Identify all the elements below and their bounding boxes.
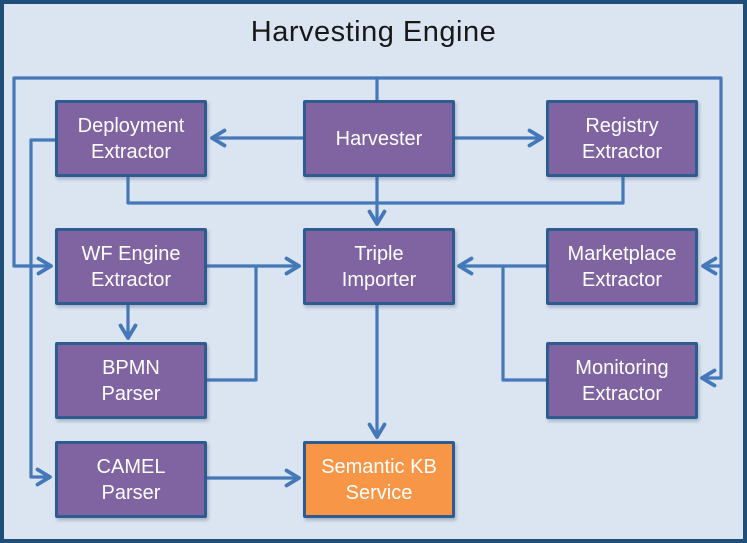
node-triple-importer: Triple Importer <box>303 228 455 305</box>
node-label: Marketplace <box>567 242 677 265</box>
node-label: Importer <box>341 268 417 291</box>
edge-monitoring-branch <box>501 264 548 382</box>
node-label: Extractor <box>581 382 663 405</box>
node-registry-extractor: Registry Extractor <box>546 100 698 177</box>
node-label: Harvester <box>335 127 423 150</box>
node-label: Semantic KB <box>321 455 437 478</box>
node-label: WF Engine <box>81 242 181 265</box>
edge-bpmn-branch <box>205 264 258 382</box>
node-monitoring-extractor: Monitoring Extractor <box>546 342 698 419</box>
node-deployment-extractor: Deployment Extractor <box>55 100 207 177</box>
edge-loop-to-monitoring <box>375 76 723 388</box>
node-marketplace-extractor: Marketplace Extractor <box>546 228 698 305</box>
diagram-title: Harvesting Engine <box>250 16 497 48</box>
node-label: Triple <box>354 242 404 265</box>
node-harvester: Harvester <box>303 100 455 177</box>
node-label: CAMEL <box>96 455 166 478</box>
node-label: BPMN <box>102 356 160 379</box>
node-wf-engine-extractor: WF Engine Extractor <box>55 228 207 305</box>
node-label: Parser <box>101 382 161 405</box>
node-label: Extractor <box>90 268 172 291</box>
node-bpmn-parser: BPMN Parser <box>55 342 207 419</box>
node-label: Extractor <box>581 140 663 163</box>
node-label: Parser <box>101 481 161 504</box>
node-label: Registry <box>585 114 659 137</box>
node-camel-parser: CAMEL Parser <box>55 441 207 518</box>
edge-deployment-to-camel <box>29 138 57 487</box>
node-label: Extractor <box>581 268 663 291</box>
node-label: Monitoring <box>575 356 669 379</box>
node-label: Extractor <box>90 140 172 163</box>
node-label: Deployment <box>77 114 185 137</box>
node-label: Service <box>345 481 413 504</box>
node-semantic-kb-service: Semantic KB Service <box>303 441 455 518</box>
